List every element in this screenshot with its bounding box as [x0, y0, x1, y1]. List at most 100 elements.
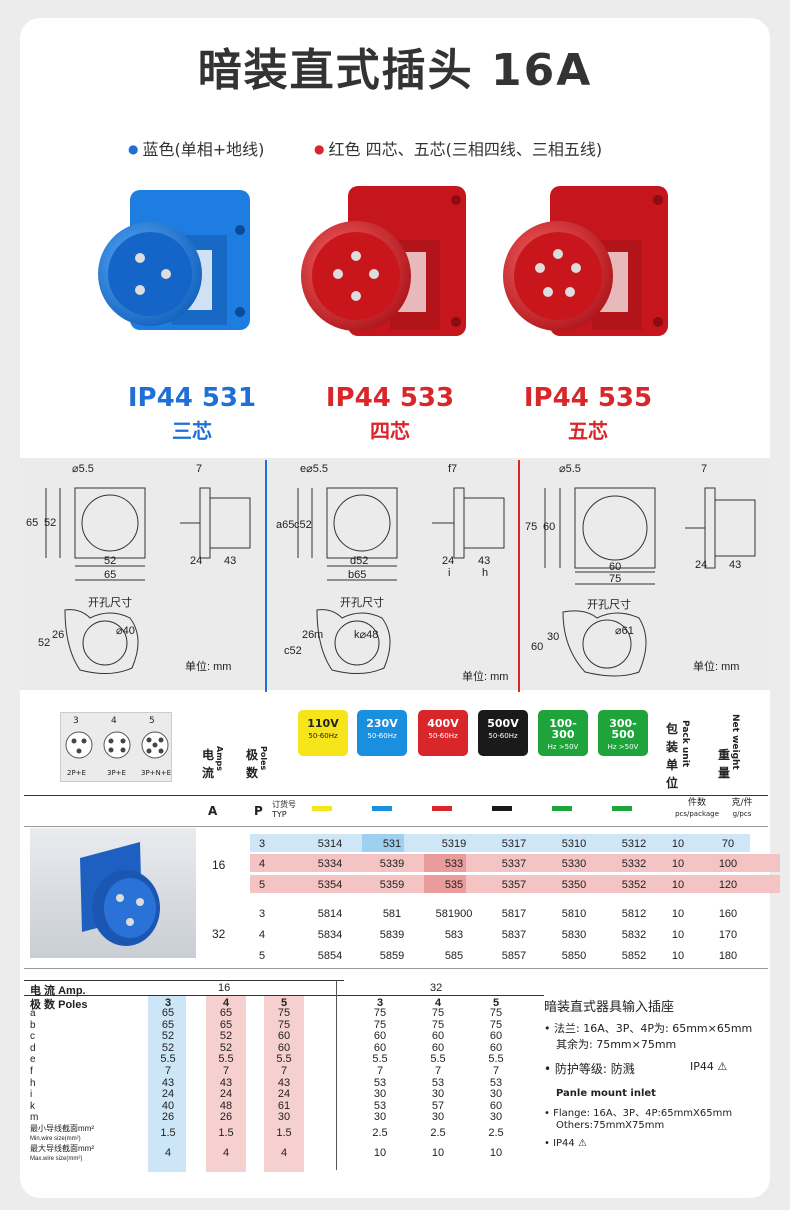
spec-cell: 40 [161, 1099, 175, 1112]
spec-cell: 48 [219, 1099, 233, 1112]
model-531-cores: 三芯 [172, 419, 212, 443]
model-535-code: IP44 535 [523, 383, 653, 413]
order-code-cell: 5310 [561, 838, 587, 850]
spec-cell: 7 [222, 1065, 230, 1077]
spec-cell: 52 [219, 1041, 233, 1054]
spec-cell: 7 [376, 1065, 384, 1077]
spec-max-wire-cell: 4 [164, 1147, 172, 1159]
spec-min-wire-cell: 2.5 [372, 1127, 388, 1139]
order-code-cell: 5352 [621, 879, 647, 891]
weight-cell: 120 [718, 879, 738, 891]
spec-cell: 65 [161, 1018, 175, 1031]
d3-unit: 单位: mm [693, 659, 739, 673]
spec-cell: 75 [373, 1007, 387, 1019]
row-poles: 4 [258, 929, 266, 941]
spec-cell: 30 [277, 1111, 291, 1124]
d2-cut-c: c52 [284, 645, 302, 657]
spec-amp-label: 电 流 Amp. [30, 985, 86, 997]
d1-unit: 单位: mm [185, 659, 231, 673]
spec-cell: 7 [434, 1065, 442, 1077]
header-rule [24, 795, 768, 796]
spec-cell: 61 [277, 1099, 291, 1112]
order-code-cell: 5817 [501, 908, 527, 920]
weight-cell: 180 [718, 950, 738, 962]
weight-en: Net weight [730, 714, 740, 770]
d2-cut-m: m [314, 629, 323, 641]
pack-label: 包装单位 [666, 722, 679, 790]
order-code-cell: 581 [382, 908, 402, 920]
spec-row-label: b [30, 1019, 36, 1031]
d1-dim-depth1: 24 [190, 555, 202, 567]
order-code-cell: 5854 [317, 950, 343, 962]
sub-weight-cn: 克/件 [731, 798, 753, 808]
desc-ip-text: 防护等级: 防溅 [554, 1062, 635, 1076]
d3-dim-depth2: 43 [729, 559, 741, 571]
d2-cut-half: 26 [302, 629, 314, 641]
row-highlight-5 [250, 875, 780, 893]
d1-dim-inner-w: 52 [104, 555, 116, 567]
spec-top-rule [24, 980, 344, 981]
page-title: 暗装直式插头 16A [197, 45, 593, 96]
blue-dot-icon: ● [128, 142, 139, 156]
sub-typ: 订货号 TYP [272, 800, 296, 819]
pole-icon-label-4: 3P+E [107, 769, 126, 777]
order-code-cell: 5314 [317, 838, 343, 850]
order-code-cell: 5837 [501, 929, 527, 941]
spec-cell: 5.5 [218, 1053, 234, 1066]
d3-cutout-label: 开孔尺寸 [587, 597, 631, 611]
d2-dim-c: c52 [294, 519, 312, 531]
d3-hole: ⌀5.5 [559, 463, 581, 475]
spec-cell: 53 [489, 1076, 503, 1089]
legend-blue-label: 蓝色(单相+地线) [142, 140, 265, 159]
d3-dim-width: 75 [609, 573, 621, 585]
pack-cell: 10 [671, 929, 685, 941]
spec-min-wire-cn: 最小导线截面mm² [30, 1124, 94, 1133]
spec-cell: 43 [161, 1076, 175, 1089]
spec-col-bg-4 [206, 996, 246, 1172]
spec-cell: 43 [219, 1076, 233, 1089]
spec-cell: 7 [280, 1065, 288, 1077]
spec-row-label: e [30, 1054, 36, 1066]
spec-cell: 60 [277, 1041, 291, 1054]
order-code-cell: 5337 [501, 858, 527, 870]
voltage-110v-hz: 50-60Hz [308, 732, 338, 740]
spec-cell: 30 [489, 1111, 503, 1124]
order-code-cell: 535 [444, 879, 464, 891]
desc-ip-code: IP44 ⚠ [690, 1060, 727, 1073]
en-ip: • IP44 ⚠ [544, 1138, 587, 1149]
order-code-cell: 5839 [379, 929, 405, 941]
order-code-cell: 5832 [621, 929, 647, 941]
order-code-cell: 5834 [317, 929, 343, 941]
spec-cell: 43 [277, 1076, 291, 1089]
d1-dim-inner: 52 [44, 517, 56, 529]
d2-dim-b: b65 [348, 569, 366, 581]
spec-row-label: i [30, 1089, 33, 1101]
spec-min-wire-cell: 1.5 [276, 1127, 292, 1139]
spec-cell: 30 [373, 1111, 387, 1124]
spec-cell: 60 [373, 1041, 387, 1054]
order-code-cell: 5317 [501, 838, 527, 850]
spec-cell: 60 [489, 1030, 503, 1043]
table-top-rule [24, 826, 768, 827]
pole-icon-label-3: 2P+E [67, 769, 86, 777]
voltage-400v-label: 400V [427, 717, 459, 730]
spec-cell: 53 [431, 1076, 445, 1089]
product-image-531 [98, 190, 250, 330]
order-code-cell: 5350 [561, 879, 587, 891]
order-code-cell: 585 [444, 950, 464, 962]
table-product-photo [30, 828, 196, 958]
spec-cell: 57 [431, 1099, 445, 1112]
drawing-533: e⌀5.5 a65 c52 d52 b65 f7 i h 24 43 开孔尺寸 … [276, 463, 508, 683]
order-code-cell: 5339 [379, 858, 405, 870]
d2-cutout-label: 开孔尺寸 [340, 595, 384, 609]
order-code-cell: 5359 [379, 879, 405, 891]
spec-max-wire-cell: 10 [489, 1147, 503, 1159]
